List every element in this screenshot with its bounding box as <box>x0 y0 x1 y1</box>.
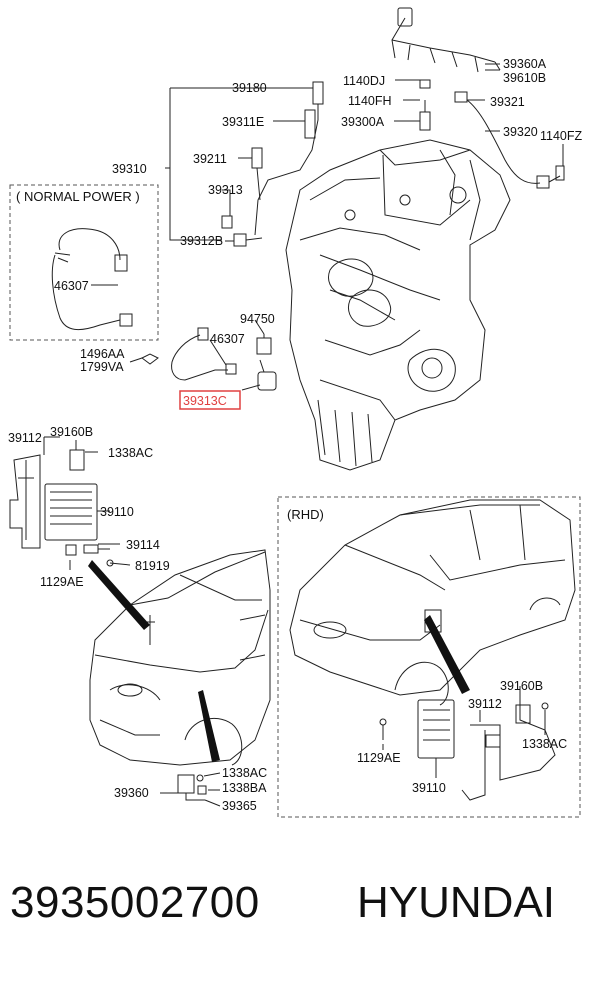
highlight-box-39313c <box>179 390 241 410</box>
ecu-group-lhd <box>9 449 114 567</box>
label-39160b-lhd: 39160B <box>50 425 93 439</box>
label-39312b: 39312B <box>180 234 223 248</box>
callout-arrow-lhd-1 <box>88 560 150 630</box>
label-1140fh: 1140FH <box>348 94 392 108</box>
label-1338ba: 1338BA <box>222 781 267 795</box>
parts-diagram: 39360A 39610B 1140DJ 1140FH 39321 39300A… <box>8 7 583 818</box>
label-1129ae-lhd: 1129AE <box>40 575 84 589</box>
leader-lines <box>43 63 564 807</box>
sensor-39313c <box>141 327 277 391</box>
label-1338ac-lhd: 1338AC <box>108 446 153 460</box>
label-39112-lhd: 39112 <box>8 431 42 445</box>
label-1129ae-rhd: 1129AE <box>357 751 401 765</box>
brand-name: HYUNDAI <box>357 878 556 927</box>
label-39311e: 39311E <box>222 115 264 129</box>
label-1140dj: 1140DJ <box>343 74 385 88</box>
label-46307-normal: 46307 <box>54 279 89 293</box>
sensor-39360 <box>177 774 207 801</box>
label-39360: 39360 <box>114 786 149 800</box>
label-39110-lhd: 39110 <box>100 505 134 519</box>
label-39114: 39114 <box>126 538 160 552</box>
label-39112-rhd: 39112 <box>468 697 502 711</box>
label-39180: 39180 <box>232 81 267 95</box>
label-46307: 46307 <box>210 332 245 346</box>
callout-arrow-rhd <box>424 615 470 694</box>
label-1799va: 1799VA <box>80 360 124 374</box>
part-number: 3935002700 <box>10 878 260 927</box>
label-94750: 94750 <box>240 312 275 326</box>
label-39320: 39320 <box>503 125 538 139</box>
label-81919: 81919 <box>135 559 170 573</box>
label-39211: 39211 <box>193 152 227 166</box>
engine-assembly <box>285 139 511 471</box>
part-labels: 39360A 39610B 1140DJ 1140FH 39321 39300A… <box>8 57 583 813</box>
harness-39360a <box>391 7 501 73</box>
label-1338ac-bottom: 1338AC <box>222 766 267 780</box>
label-1140fz: 1140FZ <box>540 129 583 143</box>
label-39110-rhd: 39110 <box>412 781 446 795</box>
car-lhd <box>89 549 271 766</box>
label-39360a: 39360A <box>503 57 547 71</box>
label-39160b-rhd: 39160B <box>500 679 543 693</box>
label-39313: 39313 <box>208 183 243 197</box>
ecu-group-rhd <box>379 699 556 801</box>
rhd-title: (RHD) <box>287 507 324 522</box>
label-39365: 39365 <box>222 799 257 813</box>
label-39313c: 39313C <box>183 394 227 408</box>
label-1496aa: 1496AA <box>80 347 125 361</box>
label-1338ac-rhd: 1338AC <box>522 737 567 751</box>
label-39321: 39321 <box>490 95 525 109</box>
label-39310: 39310 <box>112 162 147 176</box>
rhd-box <box>277 496 581 818</box>
label-39610b: 39610B <box>503 71 546 85</box>
sensor-39320-lead <box>419 79 565 189</box>
normal-power-box <box>9 184 159 341</box>
normal-power-title: ( NORMAL POWER ) <box>16 189 140 204</box>
callout-arrow-lhd-2 <box>198 690 220 762</box>
car-rhd <box>289 499 576 706</box>
harness-39311e <box>221 81 324 247</box>
harness-46307-normal <box>51 228 133 331</box>
label-39300a: 39300A <box>341 115 385 129</box>
